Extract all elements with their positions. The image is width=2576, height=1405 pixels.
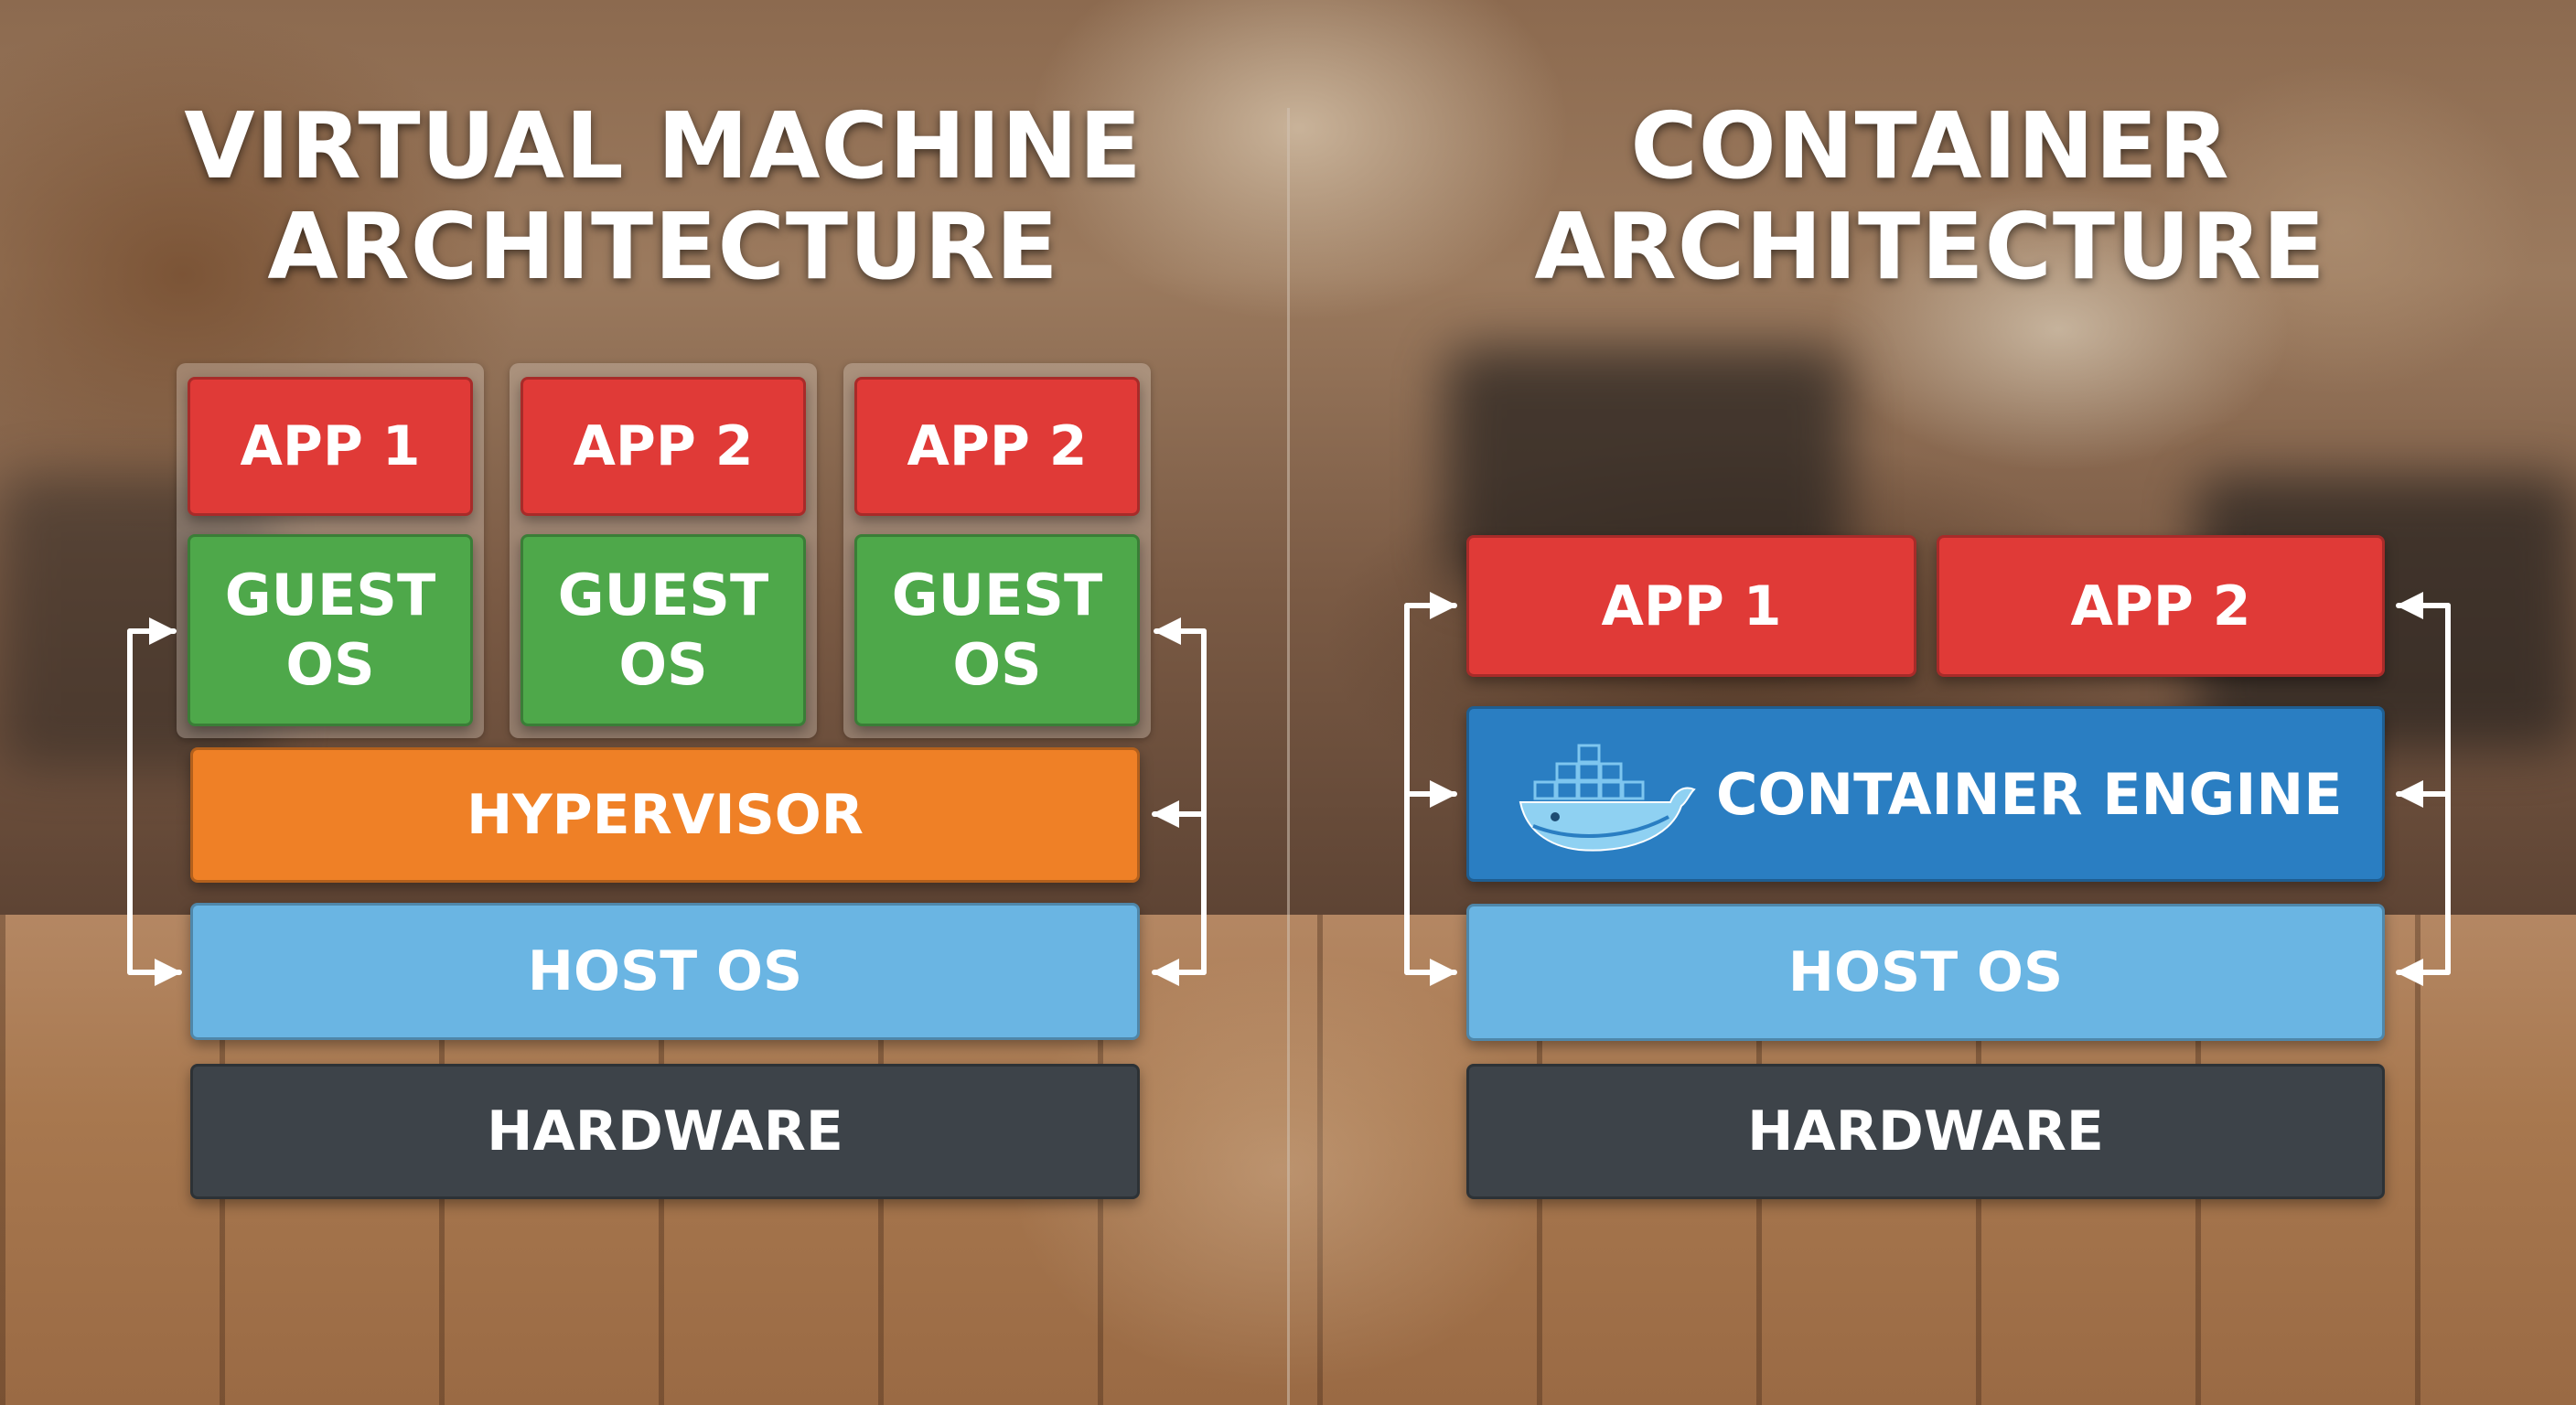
docker-whale-icon xyxy=(1519,744,1696,852)
container-host-os: HOST OS xyxy=(1466,904,2385,1041)
container-engine: CONTAINER ENGINE xyxy=(1466,706,2385,882)
vm-app-1-label: APP 1 xyxy=(240,414,421,478)
container-title: CONTAINER ARCHITECTURE xyxy=(1445,96,2415,297)
vm-hypervisor-label: HYPERVISOR xyxy=(466,783,864,847)
container-app-2: APP 2 xyxy=(1937,535,2385,677)
container-host-os-label: HOST OS xyxy=(1787,940,2064,1004)
vm-host-os-label: HOST OS xyxy=(527,939,803,1003)
container-app-1-label: APP 1 xyxy=(1601,574,1782,638)
center-divider xyxy=(1287,108,1290,1405)
vm-title: VIRTUAL MACHINE ARCHITECTURE xyxy=(137,96,1189,297)
vm-guest-os-3: GUEST OS xyxy=(854,534,1140,726)
vm-guest-os-1: GUEST OS xyxy=(188,534,473,726)
vm-title-line2: ARCHITECTURE xyxy=(267,193,1059,300)
container-engine-label: CONTAINER ENGINE xyxy=(1716,760,2343,828)
vm-title-line1: VIRTUAL MACHINE xyxy=(184,92,1143,199)
vm-host-os: HOST OS xyxy=(190,903,1140,1040)
vm-app-3: APP 2 xyxy=(854,377,1140,516)
container-title-line2: ARCHITECTURE xyxy=(1534,193,2326,300)
vm-app-2: APP 2 xyxy=(521,377,806,516)
container-app-2-label: APP 2 xyxy=(2070,574,2251,638)
vm-hardware: HARDWARE xyxy=(190,1064,1140,1199)
vm-hypervisor: HYPERVISOR xyxy=(190,747,1140,883)
container-app-1: APP 1 xyxy=(1466,535,1916,677)
container-hardware: HARDWARE xyxy=(1466,1064,2385,1199)
vm-guest-os-2: GUEST OS xyxy=(521,534,806,726)
container-hardware-label: HARDWARE xyxy=(1747,1099,2104,1164)
vm-app-3-label: APP 2 xyxy=(907,414,1088,478)
vm-hardware-label: HARDWARE xyxy=(487,1099,843,1164)
vm-guest-os-1-label: GUEST OS xyxy=(224,562,436,698)
vm-guest-os-2-label: GUEST OS xyxy=(557,562,769,698)
container-title-line1: CONTAINER xyxy=(1630,92,2230,199)
vm-app-1: APP 1 xyxy=(188,377,473,516)
vm-guest-os-3-label: GUEST OS xyxy=(891,562,1103,698)
vm-app-2-label: APP 2 xyxy=(573,414,754,478)
